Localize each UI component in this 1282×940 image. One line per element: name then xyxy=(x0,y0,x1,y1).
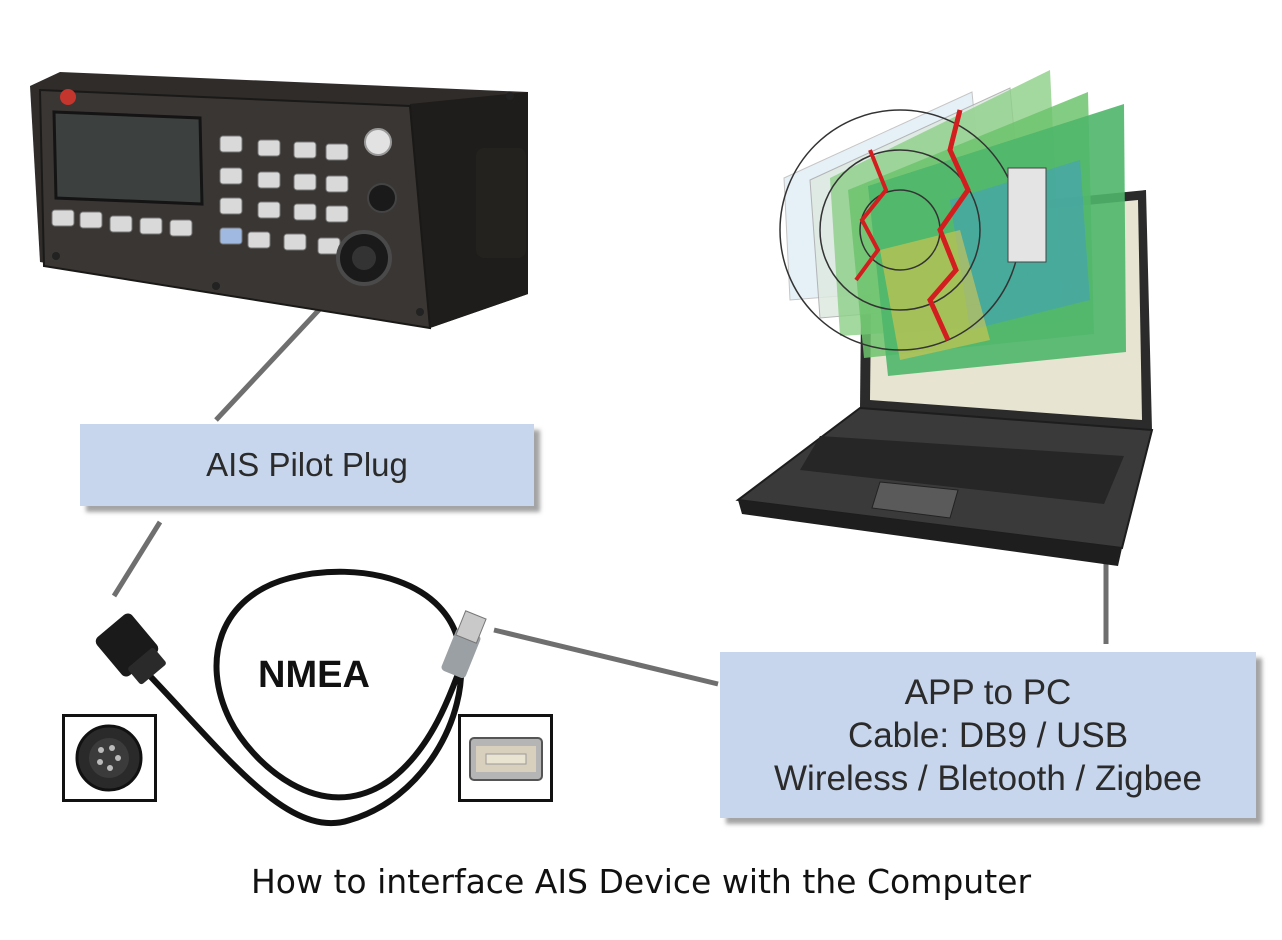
round-plug-connector-icon xyxy=(95,613,166,685)
device-logo-icon xyxy=(60,89,76,105)
usb-plug-connector-icon xyxy=(441,610,487,678)
app-to-pc-label: APP to PC Cable: DB9 / USB Wireless / Bl… xyxy=(720,652,1256,818)
connector-label-to-plug xyxy=(111,520,163,598)
device-lcd-screen xyxy=(52,110,204,206)
ais-device xyxy=(30,72,528,330)
round-connector-frame xyxy=(62,714,157,802)
app-to-pc-line-1: APP to PC xyxy=(904,672,1072,712)
usb-port-frame xyxy=(458,714,553,802)
connector-usb-to-app-box xyxy=(493,627,719,687)
chart-layers xyxy=(779,70,1126,376)
device-keypad xyxy=(51,135,349,255)
device-knob-icon xyxy=(367,183,397,213)
laptop xyxy=(735,70,1154,566)
usb-port-icon xyxy=(469,737,543,781)
ais-pilot-plug-label: AIS Pilot Plug xyxy=(80,424,534,506)
app-to-pc-line-2: Cable: DB9 / USB xyxy=(847,715,1129,755)
nmea-cable xyxy=(95,568,487,827)
pilot-plug-text: AIS Pilot Plug xyxy=(206,446,408,483)
power-button-icon xyxy=(364,128,392,156)
cable-type-label: NMEA xyxy=(258,654,370,696)
diagram-caption: How to interface AIS Device with the Com… xyxy=(250,862,1032,901)
laptop-keyboard xyxy=(800,436,1124,504)
laptop-touchpad xyxy=(871,481,959,519)
app-to-pc-line-3: Wireless / Bletooth / Zigbee xyxy=(774,758,1202,798)
round-pin-connector-icon xyxy=(75,724,143,792)
